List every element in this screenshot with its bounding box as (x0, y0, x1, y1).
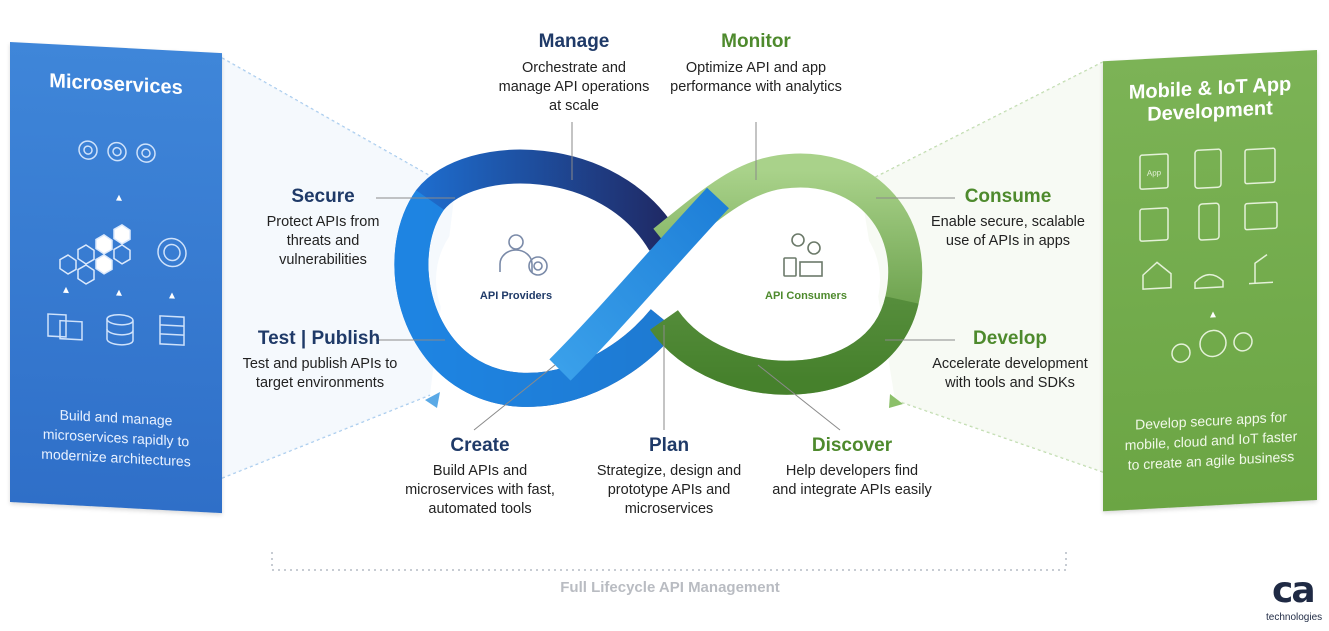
lifecycle-label: Full Lifecycle API Management (560, 579, 780, 596)
server-icon (159, 315, 185, 346)
database-icon (106, 313, 134, 346)
stage-consume-desc: Enable secure, scalable use of APIs in a… (931, 214, 1085, 249)
stage-create-title: Create (450, 435, 510, 456)
monitor-cloud-icon (1244, 201, 1278, 231)
stage-develop-title: Develop (973, 328, 1047, 349)
devices-icon (47, 313, 83, 341)
app-tile-label: App (1147, 168, 1162, 178)
api-gear-icon (1199, 329, 1227, 358)
smart-home-icon (1142, 261, 1172, 290)
gear-icon (78, 140, 98, 160)
stage-manage-title: Manage (538, 31, 610, 52)
stage-test-publish-desc: Test and publish APIs to target environm… (242, 356, 398, 391)
stage-manage-desc: Orchestrate and manage API operations at… (498, 60, 650, 114)
app-icon (1139, 153, 1169, 190)
api-gear-icon (157, 237, 187, 268)
stage-discover-title: Discover (811, 435, 893, 456)
robot-arm-icon (1249, 254, 1273, 285)
microservices-panel: Microservices Build and manage mic (10, 42, 222, 514)
phone-icon (1198, 202, 1220, 241)
stage-create-desc: Build APIs and microservices with fast, … (405, 463, 555, 517)
stage-secure-title: Secure (291, 186, 355, 207)
gear-icon (1233, 332, 1253, 352)
api-consumers-icon (783, 233, 823, 277)
gear-icon (1171, 343, 1191, 363)
stage-plan-title: Plan (648, 435, 690, 456)
stage-monitor-title: Monitor (721, 31, 791, 52)
ca-logo: ca (1272, 570, 1316, 611)
mobile-iot-panel: Mobile & IoT App Development App Develop… (1103, 50, 1317, 512)
api-consumers-label: API Consumers (765, 290, 847, 302)
browser-icon (1244, 147, 1276, 185)
stage-develop-desc: Accelerate development with tools and SD… (932, 356, 1088, 391)
stage-monitor-desc: Optimize API and app performance with an… (670, 60, 842, 95)
stage-secure-desc: Protect APIs from threats and vulnerabil… (266, 214, 380, 268)
microservices-icons (47, 140, 187, 346)
ca-logo-subtitle: technologies (1266, 612, 1323, 623)
mobile-iot-icons: App (1139, 147, 1278, 363)
stage-discover-desc: Help developers find and integrate APIs … (772, 463, 932, 498)
stage-consume-title: Consume (964, 186, 1052, 207)
connected-car-icon (1194, 273, 1224, 290)
stage-test-publish-title: Test | Publish (257, 328, 381, 349)
gear-icon (136, 143, 156, 163)
cloud-icon (1139, 207, 1169, 242)
gear-icon (107, 141, 127, 162)
lifecycle-bracket (271, 552, 1067, 571)
tablet-icon (1194, 148, 1222, 189)
api-providers-label: API Providers (479, 290, 553, 302)
stage-plan-desc: Strategize, design and prototype APIs an… (596, 463, 742, 517)
api-providers-icon (499, 234, 548, 276)
hexagon-cluster-icon (59, 254, 77, 275)
